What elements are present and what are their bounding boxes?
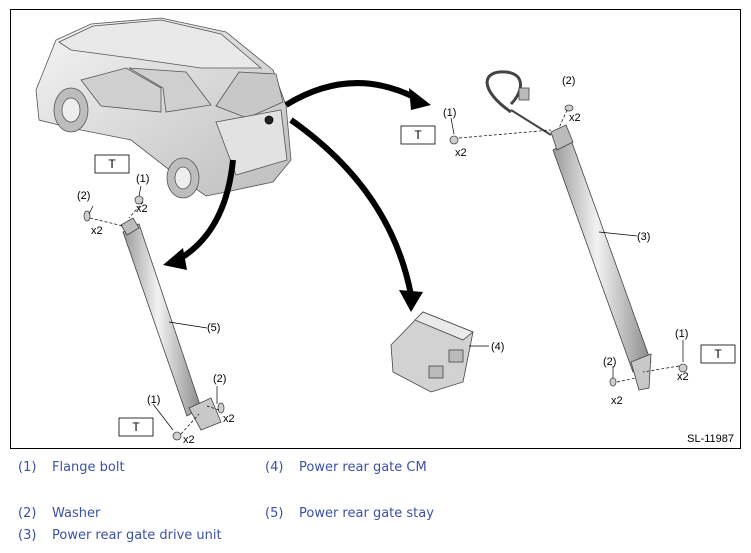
legend-num: (2)	[18, 506, 37, 521]
legend-item-2: (2) Washer	[18, 506, 100, 521]
legend-item-4: (4) Power rear gate CM	[265, 460, 427, 475]
alignment-lines	[89, 109, 680, 435]
legend-num: (5)	[265, 506, 284, 521]
qty-upper-left-washer: x2	[91, 225, 103, 237]
locator-arrows	[179, 80, 418, 296]
legend-text: Washer	[52, 506, 101, 521]
legend-text: Power rear gate stay	[299, 506, 434, 521]
qty-upper-right-bolt: x2	[455, 147, 467, 159]
callout-1-upper-right: (1)	[443, 107, 456, 119]
power-rear-gate-cm	[390, 311, 474, 393]
vehicle-illustration	[35, 17, 292, 199]
qty-upper-right-washer: x2	[569, 112, 581, 124]
legend-text: Power rear gate drive unit	[52, 528, 222, 543]
torque-box-left-top: T	[108, 157, 116, 171]
legend-text: Power rear gate CM	[299, 460, 427, 475]
legend-item-5: (5) Power rear gate stay	[265, 506, 434, 521]
power-rear-gate-stay	[120, 217, 222, 431]
callout-5: (5)	[207, 322, 220, 334]
qty-lower-right-washer: x2	[611, 395, 623, 407]
callout-1-upper-left: (1)	[136, 173, 149, 185]
leader-lines	[88, 117, 684, 431]
legend-text: Flange bolt	[52, 460, 125, 475]
torque-box-right-bottom: T	[714, 347, 722, 361]
callout-4: (4)	[491, 341, 504, 353]
qty-lower-left-washer: x2	[223, 413, 235, 425]
torque-boxes: T T T T	[94, 125, 736, 437]
torque-box-right-top: T	[414, 128, 422, 142]
callout-1-lower-left: (1)	[147, 394, 160, 406]
legend-num: (3)	[18, 528, 37, 543]
callout-2-upper-right: (2)	[562, 75, 575, 87]
arrow-heads	[163, 88, 431, 312]
callout-2-lower-right: (2)	[603, 356, 616, 368]
power-rear-gate-drive-unit	[485, 70, 652, 391]
callout-labels: (1) x2 (2) x2 (5) (2) x2 (1) x2 (1) x2 (…	[77, 75, 689, 446]
callout-1-lower-right: (1)	[675, 328, 688, 340]
callout-2-lower-left: (2)	[213, 373, 226, 385]
exploded-view-figure: T T T T (1) x2 (2) x2 (5) (2) x2 (1) x2 …	[10, 9, 741, 449]
legend-item-1: (1) Flange bolt	[18, 460, 125, 475]
torque-box-left-bottom: T	[132, 420, 140, 434]
qty-lower-right-bolt: x2	[677, 371, 689, 383]
callout-2-upper-left: (2)	[77, 190, 90, 202]
qty-upper-left-bolt: x2	[136, 203, 148, 215]
legend-num: (4)	[265, 460, 284, 475]
callout-3: (3)	[637, 231, 650, 243]
figure-id: SL-11987	[687, 433, 734, 445]
legend-item-3: (3) Power rear gate drive unit	[18, 528, 222, 543]
qty-lower-left-bolt: x2	[183, 434, 195, 446]
legend-num: (1)	[18, 460, 37, 475]
